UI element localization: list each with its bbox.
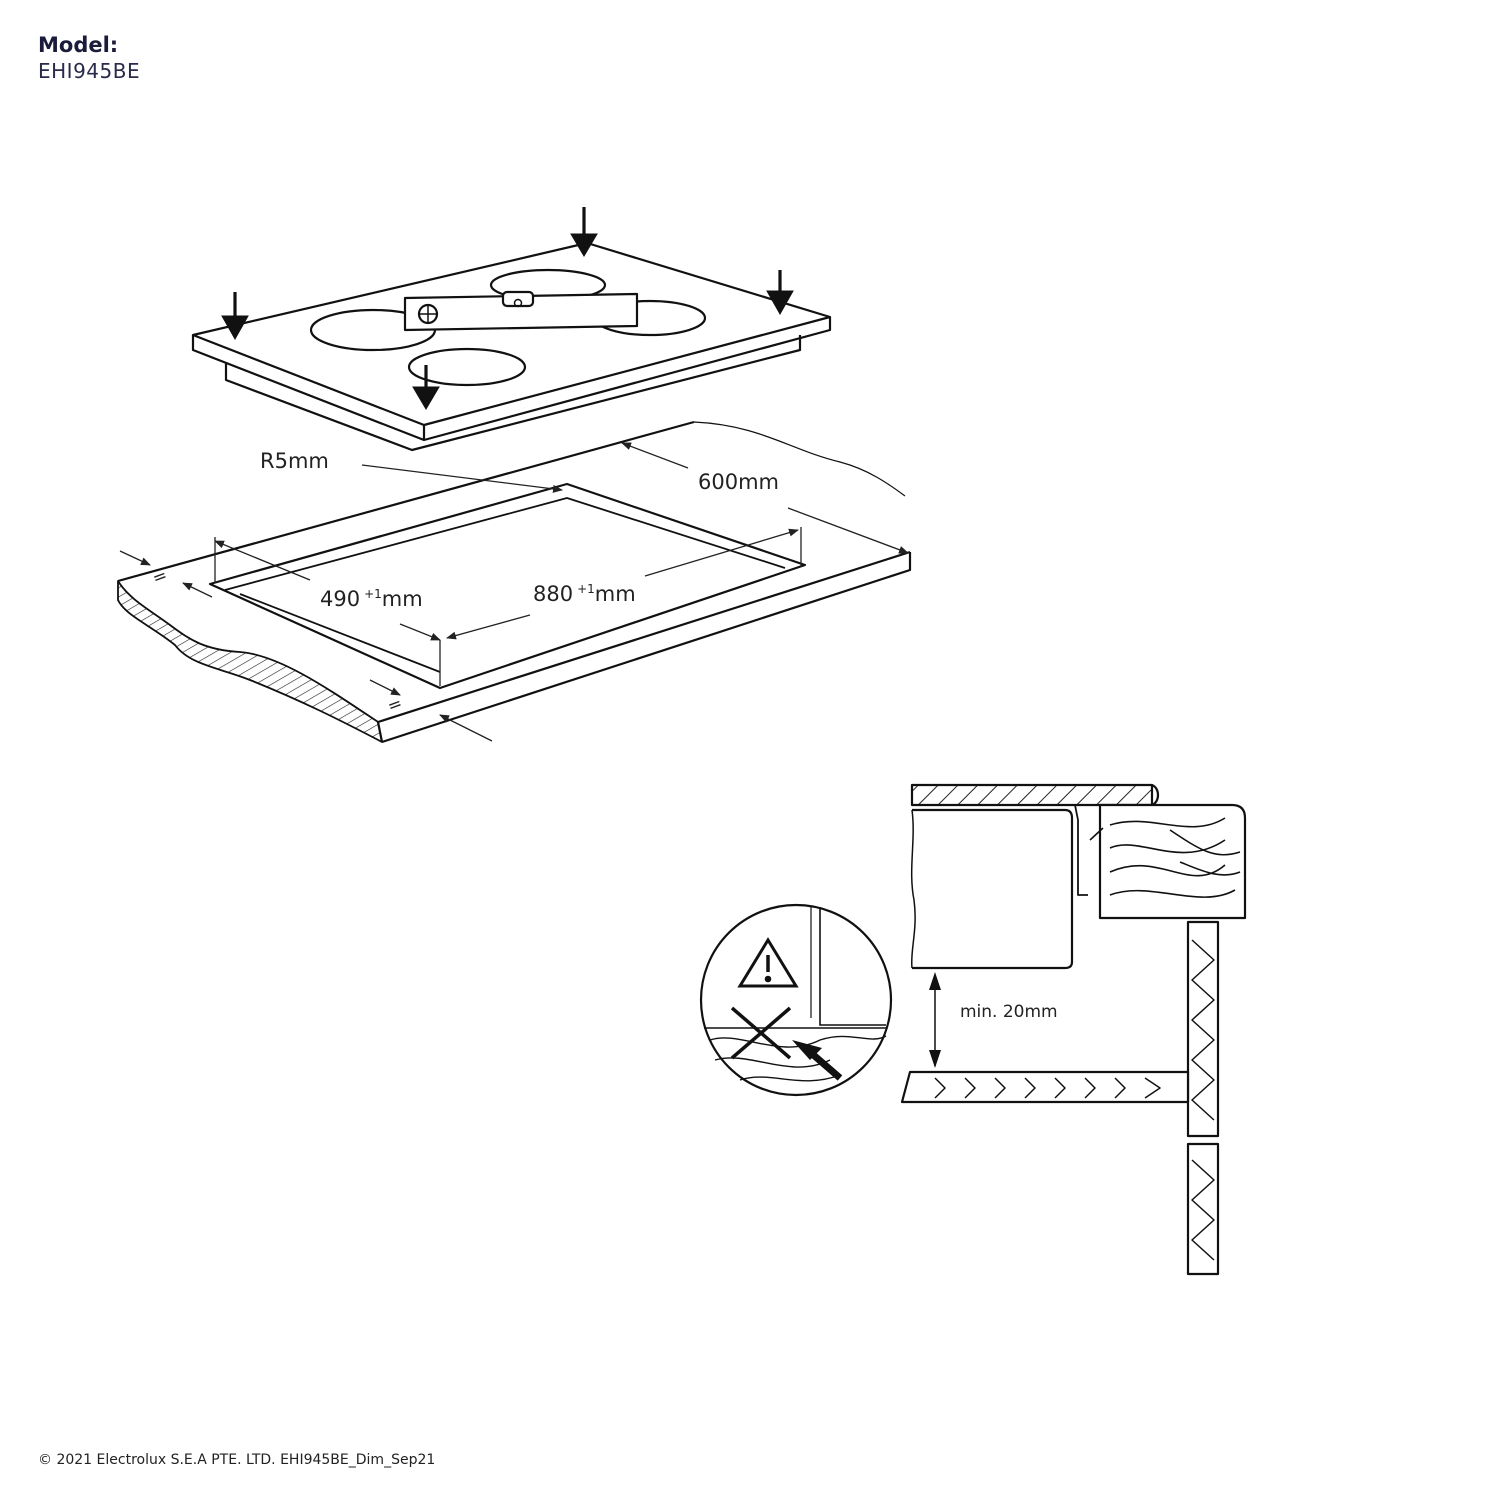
glass-section	[910, 783, 1154, 807]
cutout-inner-edge	[224, 497, 786, 591]
model-value: EHI945BE	[38, 59, 141, 83]
dimension-lines	[119, 442, 909, 742]
depth-600-line-b	[787, 507, 909, 554]
equal-mark-left: =	[150, 565, 170, 589]
worktop-back-edge	[117, 420, 695, 583]
worktop-section	[1098, 803, 1247, 920]
worktop-drawing	[117, 420, 912, 744]
radius-label: R5mm	[260, 449, 329, 473]
width-880-line-b	[644, 528, 799, 577]
arrow-down-back	[570, 207, 598, 257]
arrow-down-left	[221, 292, 249, 341]
worktop-right-edge	[377, 550, 911, 724]
cooking-zone-front	[407, 347, 527, 387]
warning-circle	[699, 903, 893, 1097]
cutout-depth-tol: +1	[364, 587, 382, 601]
model-label: Model:	[38, 33, 119, 57]
prohibited-x-icon	[730, 1006, 792, 1060]
depth-600-line-a	[621, 442, 689, 469]
depth-490-line-a	[214, 540, 311, 581]
width-880-line-a	[446, 614, 531, 640]
hob-drawing	[191, 241, 832, 452]
section-detail	[900, 783, 1247, 1276]
cutout-depth-value: 490	[320, 587, 360, 611]
hob-glass-top	[191, 241, 832, 427]
pointer-arrow-icon	[792, 1040, 843, 1081]
equal-mark-bottom: =	[385, 693, 405, 717]
control-panel	[403, 292, 639, 332]
cutout-width-unit: mm	[595, 582, 636, 606]
cutout-depth-unit: mm	[382, 587, 423, 611]
cutout-width-value: 880	[533, 582, 573, 606]
radius-leader	[361, 464, 563, 493]
hob-body	[224, 335, 802, 452]
copyright-footer: © 2021 Electrolux S.E.A PTE. LTD. EHI945…	[38, 1452, 436, 1468]
model-header: Model: EHI945BE	[38, 32, 140, 84]
worktop-front-cut	[117, 580, 383, 743]
warning-triangle-icon	[737, 937, 799, 988]
depth-490-line-b	[399, 623, 441, 641]
cutout-depth-label: 490 +1mm	[320, 587, 423, 611]
cutout-width-tol: +1	[577, 582, 595, 596]
min-clearance-label: min. 20mm	[960, 1002, 1058, 1022]
cutout-width-label: 880 +1mm	[533, 582, 636, 606]
cutout-opening	[208, 482, 807, 690]
warning-detail	[699, 903, 893, 1097]
worktop-back-break	[693, 421, 906, 497]
depth-600-label: 600mm	[698, 470, 779, 494]
arrow-down-right	[766, 270, 794, 316]
press-arrows	[221, 207, 794, 410]
hob-section-body	[912, 808, 1074, 970]
arrow-down-front	[412, 365, 440, 410]
